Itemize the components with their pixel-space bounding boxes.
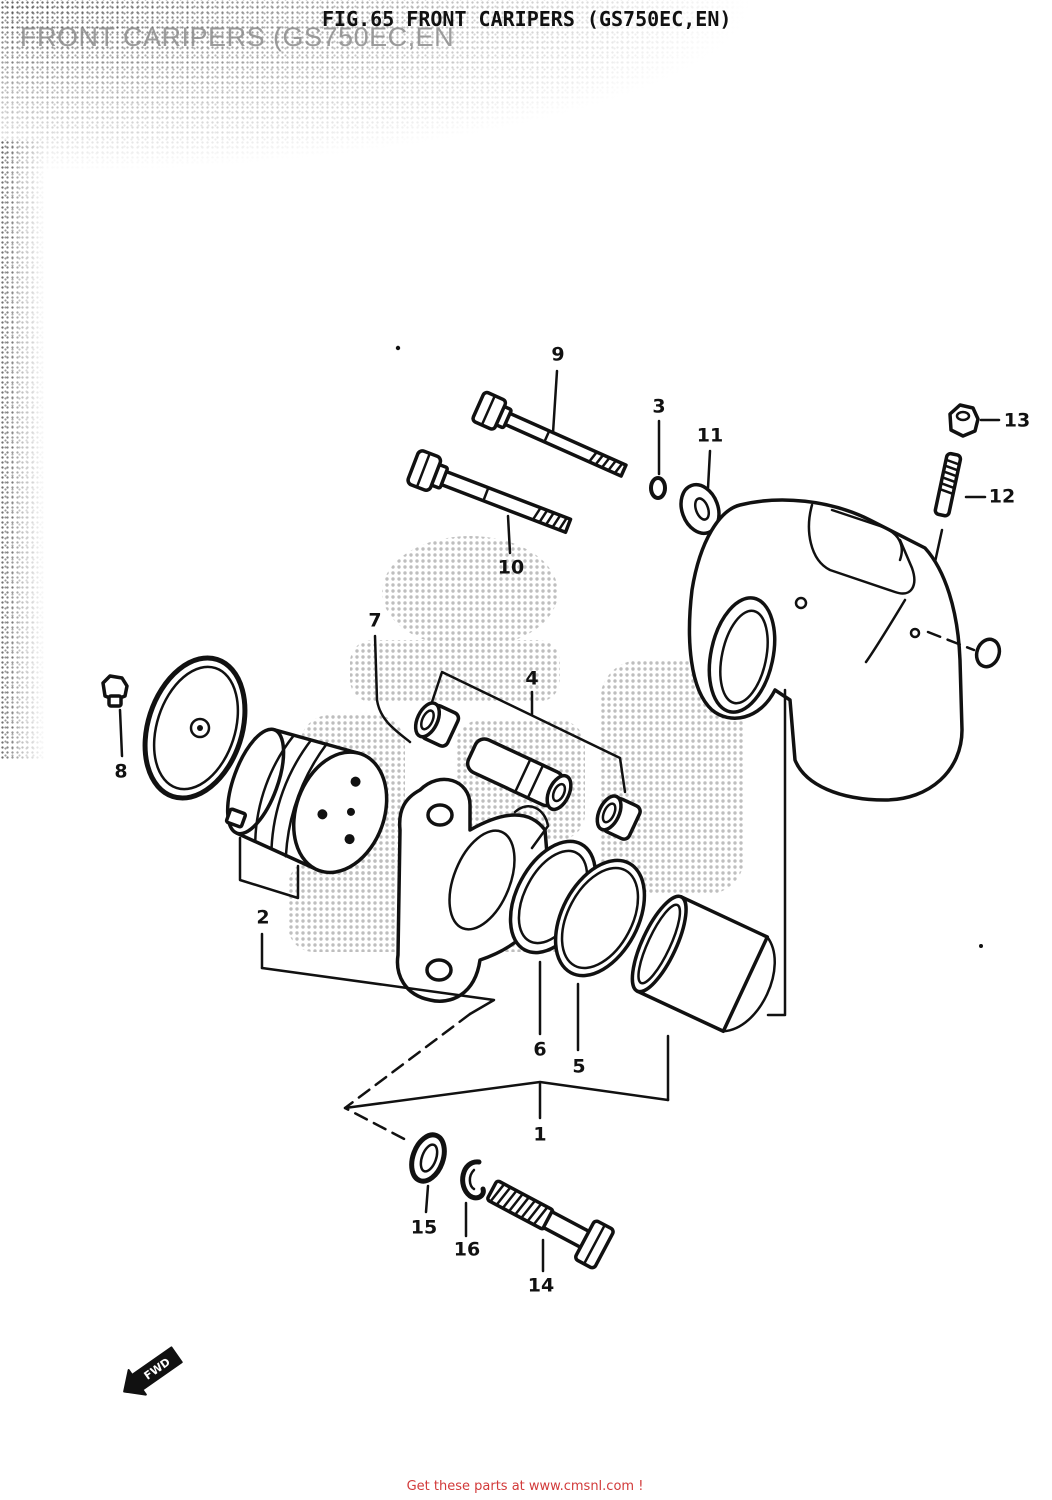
callout-8: 8: [114, 761, 127, 783]
leader-11: [706, 449, 712, 490]
bolt-threads: [531, 506, 569, 532]
callout-12: 12: [989, 486, 1015, 508]
caliper-bridge-edge: [830, 508, 904, 562]
part-8-cap-bolt: [101, 674, 129, 708]
callout-15: 15: [411, 1217, 437, 1239]
caliper-piston: [630, 894, 776, 1034]
assembly-line: [926, 630, 976, 652]
bracket-tab: [513, 805, 550, 850]
cap-top: [955, 410, 971, 422]
bracket-plate: [395, 777, 552, 1003]
callout-14: 14: [528, 1275, 554, 1297]
leader-9: [551, 369, 559, 435]
caliper-housing: [687, 498, 964, 802]
scan-speck: [395, 345, 401, 351]
part-15-washer: [409, 1132, 447, 1184]
callout-3: 3: [652, 396, 665, 418]
piston-open-end: [630, 894, 688, 994]
part-12-bleeder-valve: [933, 451, 963, 518]
part-3-washer: [649, 476, 667, 500]
leader-15: [424, 1184, 430, 1214]
bracket-hole-upper: [426, 803, 454, 827]
callout-13: 13: [1004, 410, 1030, 432]
bolt-threads: [587, 450, 624, 475]
part-10-bolt: [406, 449, 573, 535]
part-16-lock-washer: [460, 1159, 486, 1201]
face-hole: [350, 776, 361, 787]
callout-6: 6: [533, 1039, 546, 1061]
callout-9: 9: [551, 344, 564, 366]
pin-boot: [465, 737, 573, 812]
leader-10: [506, 514, 512, 555]
bolt-shaft: [436, 468, 573, 535]
scan-speck: [979, 944, 983, 948]
face-hole: [346, 807, 355, 816]
part-5-piston-seal: [553, 858, 647, 978]
callout-7: 7: [368, 610, 381, 632]
watermark-shape: [382, 536, 558, 648]
bleeder-port: [909, 627, 921, 639]
leader-8: [118, 708, 124, 758]
bleeder-plug: [974, 637, 1002, 669]
pin-sleeve-left: [413, 701, 461, 748]
caliper-rib: [864, 598, 907, 664]
leader-7: [373, 634, 412, 744]
callout-2: 2: [256, 907, 269, 929]
bolt-mark: [543, 429, 551, 444]
part-14-mounting-bolt: [486, 1179, 615, 1270]
valve-threads: [938, 458, 961, 496]
part-4-slide-pin-set: [413, 701, 642, 841]
callout-1: 1: [533, 1124, 546, 1146]
caliper-dust-cover: [142, 655, 248, 801]
source-footer: Get these parts at www.cmsnl.com !: [407, 1479, 644, 1494]
figure-title: FIG.65 FRONT CARIPERS (GS750EC,EN): [322, 7, 731, 31]
part-9-bolt: [471, 390, 628, 478]
bracket-2: [238, 836, 300, 900]
assembly-line: [343, 1080, 670, 1110]
watermark-shape: [350, 640, 560, 702]
callout-16: 16: [454, 1239, 480, 1261]
piston-inner: [637, 903, 682, 985]
callout-5: 5: [572, 1056, 585, 1078]
watermark-shape: [600, 660, 745, 895]
assembly-line: [260, 966, 496, 1016]
bolt-shaft: [500, 410, 628, 478]
caliper-bridge: [807, 503, 916, 595]
pin-sleeve-right: [595, 794, 642, 841]
washer-hole: [693, 497, 711, 521]
bracket-opening: [448, 829, 516, 931]
part-2-caliper-inner-half: [224, 727, 389, 875]
part-7-caliper-bracket: [395, 777, 552, 1003]
assembly-line: [766, 688, 787, 1017]
bolt-mark: [482, 486, 490, 503]
forward-arrow-icon: FWD: [123, 1346, 183, 1396]
caliper-bore-inner: [719, 609, 769, 705]
piston-closed-end: [722, 935, 776, 1033]
part-11-washer: [679, 482, 721, 536]
overlay-title: FRONT CARIPERS (GS750EC,EN: [20, 22, 455, 52]
bracket-hole-lower: [425, 958, 453, 982]
hex-edge: [480, 394, 497, 427]
cylinder-ridge: [270, 738, 313, 851]
face-hole: [317, 809, 328, 820]
hex-edge: [582, 1223, 607, 1266]
assembly-line-dashed: [343, 1012, 472, 1144]
face-hole: [344, 834, 355, 845]
part-13-cap: [948, 403, 980, 438]
cylinder-back: [225, 727, 286, 836]
caliper-outer-body: [687, 498, 964, 802]
cylinder-tab: [224, 807, 248, 829]
callout-4: 4: [525, 668, 538, 690]
callout-11: 11: [697, 425, 723, 447]
bolt-threads: [489, 1182, 549, 1226]
cylinder-face: [291, 750, 389, 875]
caliper-hole: [794, 596, 808, 610]
callout-10: 10: [498, 557, 524, 579]
hex-edge: [415, 452, 432, 489]
cylinder-ridge: [254, 734, 295, 843]
bracket-4: [430, 670, 627, 794]
